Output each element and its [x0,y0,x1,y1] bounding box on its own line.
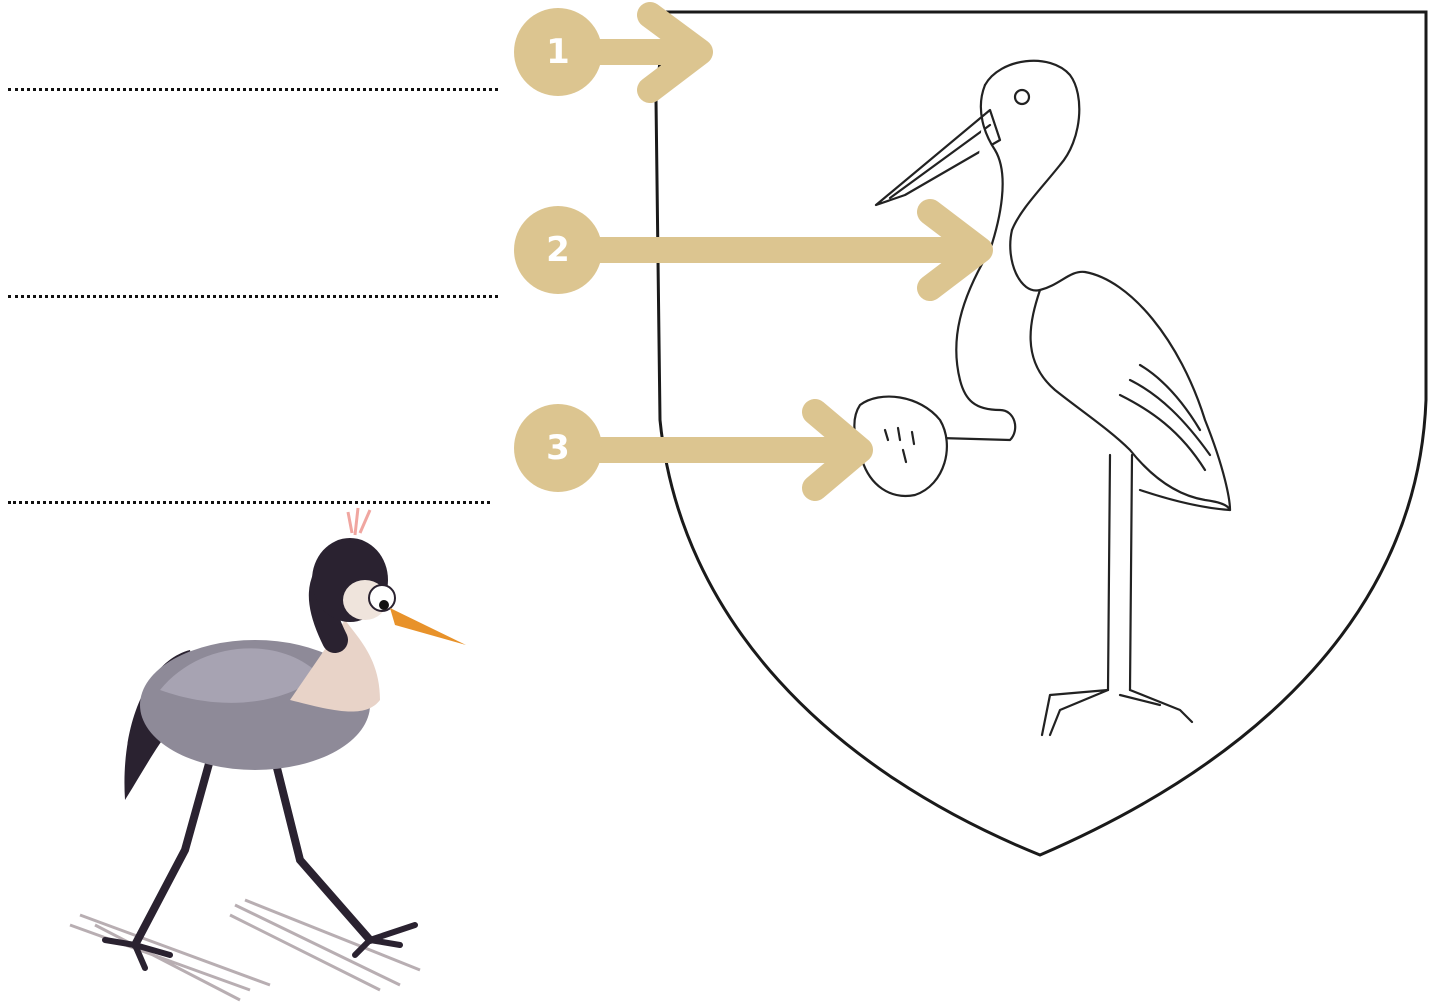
arrow-1 [600,15,700,90]
callout-1-number: 1 [514,8,602,96]
callout-2-number: 2 [514,206,602,294]
callout-3-number: 3 [514,404,602,492]
cartoon-crane-illustration [70,508,466,1000]
